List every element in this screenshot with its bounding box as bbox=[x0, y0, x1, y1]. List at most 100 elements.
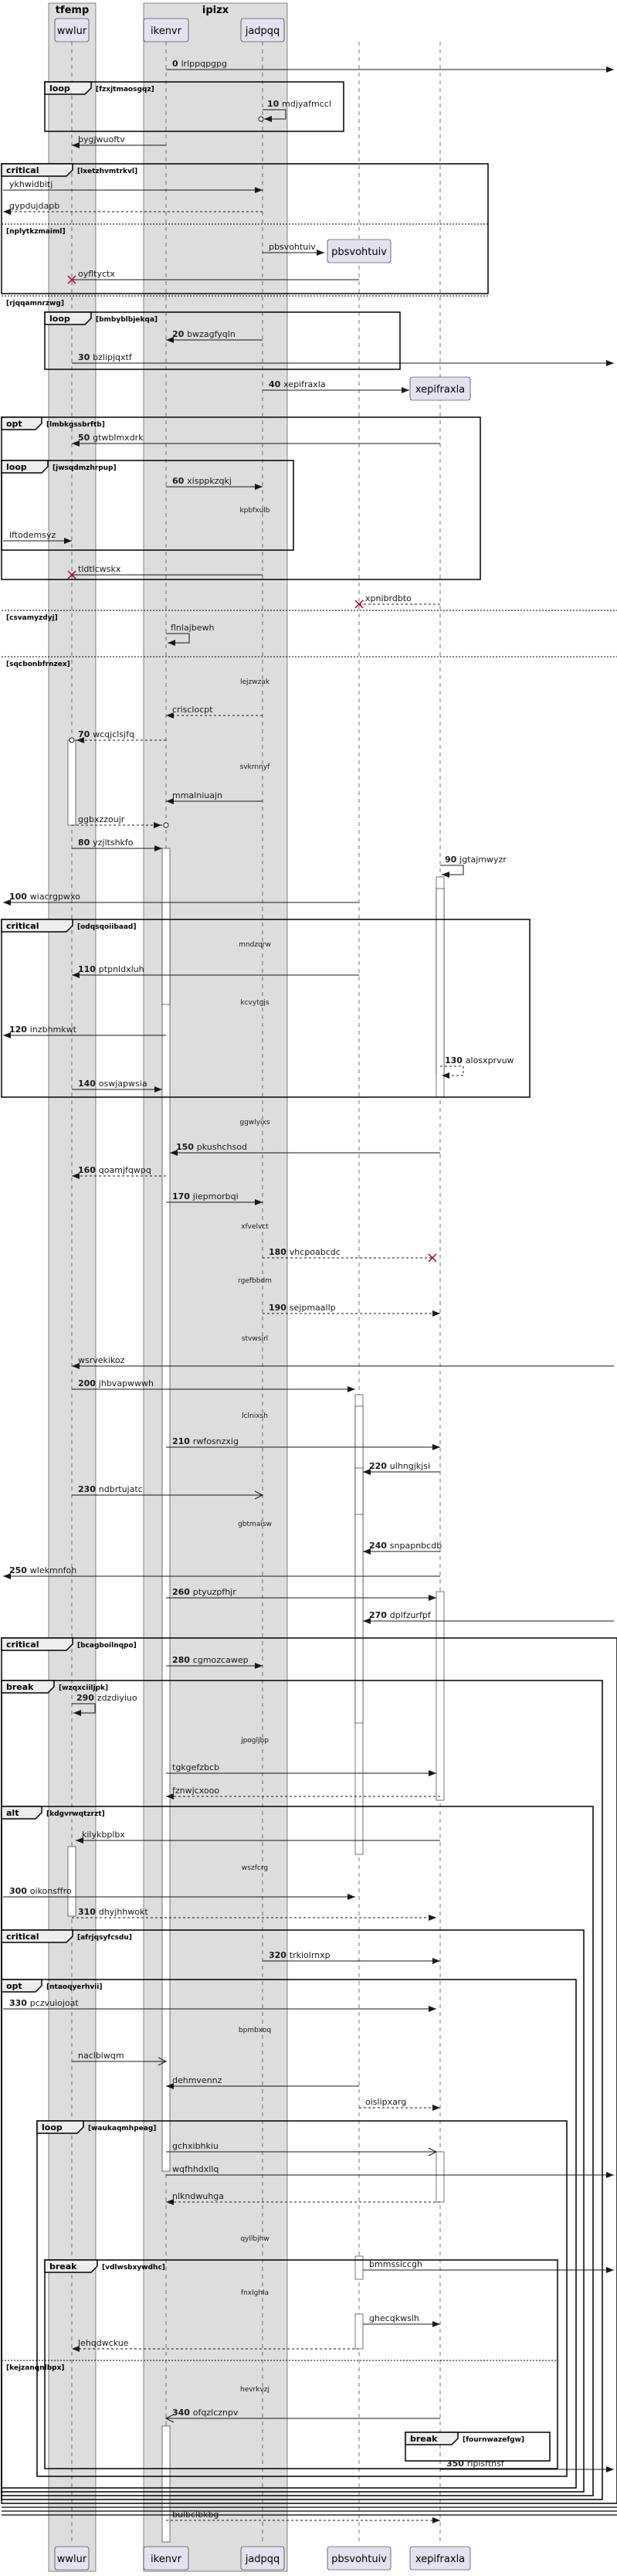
message-label: stvwsirl bbox=[242, 1335, 268, 1343]
activation-bar bbox=[436, 2151, 445, 2203]
message: 330 pczvuiojoat bbox=[3, 1998, 436, 2012]
message-label: 300 oikonsffro bbox=[9, 1886, 72, 1896]
message: 250 wlekmnfoh bbox=[3, 1565, 440, 1579]
message: tldtlcwskx bbox=[67, 564, 263, 579]
message: flnlajbewh bbox=[166, 623, 215, 646]
participant-label: jadpqq bbox=[245, 2554, 280, 2565]
fragment-guard: [lxetzhvmtrkvl] bbox=[77, 168, 137, 175]
fragment-kind: loop bbox=[42, 2122, 63, 2133]
participant-wwlur[interactable]: wwlur bbox=[54, 2546, 90, 2571]
participant-xepifraxla[interactable]: xepifraxla bbox=[409, 376, 471, 401]
message-label: gypdujdapb bbox=[9, 201, 59, 211]
activation-bar bbox=[67, 1846, 76, 1917]
message-label: 240 snpapnbcdb bbox=[369, 1541, 442, 1551]
message-label: 270 dplfzurfpf bbox=[369, 1610, 432, 1620]
message: mmalniuajn bbox=[166, 790, 263, 804]
message-label: 310 dhyjhhwokt bbox=[78, 1907, 148, 1917]
message-label: lclnixsh bbox=[242, 1412, 268, 1420]
message: jpogljbp bbox=[240, 1737, 269, 1745]
participant-label: wwlur bbox=[57, 25, 87, 37]
message-label: crisclocpt bbox=[172, 705, 213, 715]
message: bmmssiccgh bbox=[363, 2259, 614, 2273]
message-label: wszfcrg bbox=[242, 1864, 268, 1872]
message-label: xfvelvct bbox=[241, 1223, 269, 1231]
participant-xepifraxla[interactable]: xepifraxla bbox=[409, 2546, 471, 2571]
participant-ikenvr[interactable]: ikenvr bbox=[143, 2546, 189, 2571]
participant-ikenvr[interactable]: ikenvr bbox=[143, 18, 189, 42]
fragment-guard: [wzqxciiljpk] bbox=[59, 1684, 108, 1692]
message: 0 lrlppqpgpg bbox=[166, 59, 614, 73]
message: bpmbxoq bbox=[239, 2027, 271, 2034]
participant-label: xepifraxla bbox=[415, 2554, 465, 2565]
message: 300 oikonsffro bbox=[3, 1886, 355, 1900]
participant-heads: wwlur wwlur ikenvr ikenvr jadpqq jadpqq pbsvoh… bbox=[54, 18, 471, 2571]
message-label: lehqdwckue bbox=[78, 2338, 129, 2348]
fragment-loop: loop[jwsqdmzhrpup] bbox=[1, 460, 294, 551]
message: 10 mdjyafmccl bbox=[258, 99, 331, 122]
fragment-kind: critical bbox=[6, 165, 39, 175]
message: wszfcrg bbox=[242, 1864, 268, 1872]
activation-bar bbox=[354, 2313, 364, 2350]
fragment-kind: opt bbox=[6, 419, 22, 429]
fragment-guard: [vdlwsbxywdhc] bbox=[102, 2264, 165, 2272]
message-label: oyfltyctx bbox=[78, 269, 115, 279]
message-label: wqfhhdxllq bbox=[172, 2164, 219, 2174]
fragment-guard: [jwsqdmzhrpup] bbox=[53, 464, 117, 472]
message-label: 200 jhbvapwwwh bbox=[78, 1378, 154, 1388]
participant-jadpqq[interactable]: jadpqq bbox=[240, 2546, 285, 2571]
message: ggwlyixs bbox=[239, 1119, 270, 1127]
fragments: loop[fzxjtmaosgqz] critical [lxetzhvmtrkvl… bbox=[1, 81, 617, 2516]
message-label: bpmbxoq bbox=[239, 2027, 271, 2034]
message: xpnibrdbto bbox=[354, 593, 440, 609]
participant-wwlur[interactable]: wwlur bbox=[54, 18, 90, 42]
message: ggbxzzoujr bbox=[72, 814, 169, 828]
message: 220 ulhngjkjsi bbox=[363, 1461, 440, 1475]
fragment-loop: loop [waukaqmhpeag] bbox=[36, 2120, 568, 2477]
message: gypdujdapb bbox=[3, 201, 263, 215]
fragment-guard: [bcagboilnqpo] bbox=[77, 1642, 137, 1650]
message: kcvytgjs bbox=[240, 999, 270, 1007]
message: wsrvekikoz bbox=[72, 1355, 614, 1369]
message-label: 20 bwzagfyqln bbox=[172, 329, 236, 339]
message: 230 ndbrtujatc bbox=[72, 1484, 264, 1500]
fragment-critical: critical[odqsqoiibaad] bbox=[1, 919, 531, 1098]
message-label: kpbfxulb bbox=[239, 507, 270, 515]
message: 200 jhbvapwwwh bbox=[72, 1378, 355, 1392]
message-label: 250 wlekmnfoh bbox=[9, 1565, 76, 1575]
message-label: svkrnnyf bbox=[240, 763, 271, 771]
message-label: tldtlcwskx bbox=[78, 564, 121, 574]
message-label: qyllbjhw bbox=[240, 2235, 269, 2243]
activation-bar bbox=[161, 902, 171, 1005]
fragment-guard: [waukaqmhpeag] bbox=[88, 2125, 156, 2133]
message: oyfltyctx bbox=[67, 269, 359, 284]
participant-pbsvohtuiv[interactable]: pbsvohtuiv bbox=[327, 2546, 392, 2571]
box-title: ipizx bbox=[202, 5, 229, 16]
message: lejzwzak bbox=[240, 678, 270, 686]
message-label: 10 mdjyafmccl bbox=[267, 99, 331, 109]
message-label: 340 ofqzlcznpv bbox=[172, 2408, 239, 2418]
message: 40 xepifraxla bbox=[263, 379, 409, 393]
fragment-kind: break bbox=[410, 2434, 438, 2444]
message: bulbclbkbg bbox=[166, 2510, 440, 2523]
message-label: xpnibrdbto bbox=[365, 593, 412, 603]
message-label: lftodemsyz bbox=[9, 530, 56, 540]
message-label: jpogljbp bbox=[240, 1737, 269, 1745]
message: 320 trkiolrnxp bbox=[263, 1950, 440, 1964]
message-label: 190 sejpmaallp bbox=[269, 1303, 336, 1313]
activations bbox=[67, 739, 445, 2543]
message: 270 dplfzurfpf bbox=[363, 1610, 614, 1624]
message-label: 110 ptpnldxluh bbox=[78, 964, 144, 974]
message: 260 ptyuzpfhjr bbox=[166, 1587, 436, 1601]
fragment-loop: loop[fzxjtmaosgqz] bbox=[44, 81, 344, 132]
message: 210 rwfosnzxig bbox=[166, 1436, 440, 1450]
message: stvwsirl bbox=[242, 1335, 268, 1343]
message: naclblwqm bbox=[72, 2051, 168, 2066]
participant-pbsvohtuiv[interactable]: pbsvohtuiv bbox=[327, 239, 392, 263]
participant-jadpqq[interactable]: jadpqq bbox=[240, 18, 285, 42]
message: lftodemsyz bbox=[3, 530, 72, 544]
fragment-kind: alt bbox=[6, 1808, 19, 1818]
else-guard: [nplytkzmaiml] bbox=[6, 228, 66, 236]
message-label: 140 oswjapwsia bbox=[78, 1079, 147, 1089]
message-label: fznwjcxooo bbox=[172, 1786, 219, 1796]
